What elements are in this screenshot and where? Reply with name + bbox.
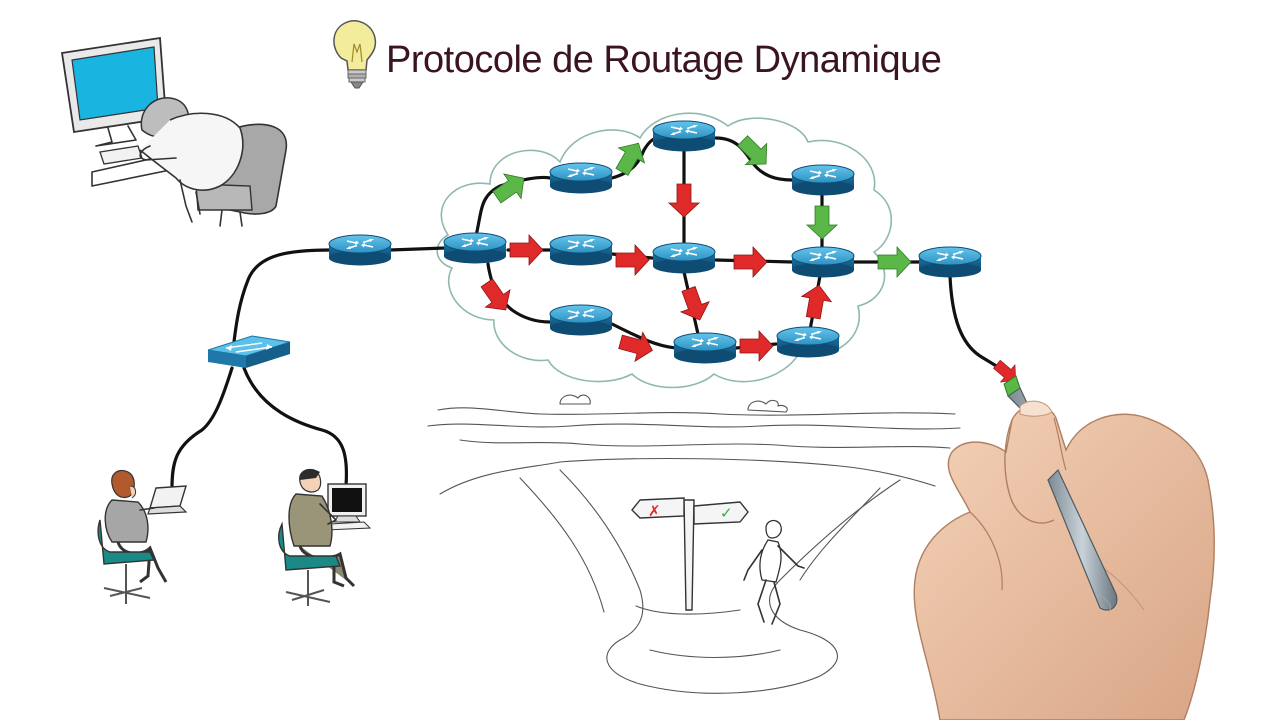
router-icon <box>652 242 716 275</box>
computer-icon <box>325 483 372 531</box>
wrong-way-mark: ✗ <box>648 502 661 520</box>
router-icon <box>328 234 392 267</box>
router-icon <box>791 164 855 197</box>
router-icon <box>918 246 982 279</box>
router-icon <box>549 304 613 337</box>
router-icon <box>549 234 613 267</box>
page-title: Protocole de Routage Dynamique <box>386 39 941 81</box>
router-icon <box>673 332 737 365</box>
router-icon <box>549 162 613 195</box>
router-icon <box>776 326 840 359</box>
lightbulb-icon <box>333 20 377 89</box>
signpost-icon: ✗ ✓ <box>631 497 749 611</box>
right-way-mark: ✓ <box>720 504 733 522</box>
router-icon <box>791 246 855 279</box>
laptop-icon <box>147 485 188 515</box>
hand-marker-icon <box>913 375 1215 720</box>
sleeping-user-at-computer <box>60 36 288 227</box>
router-icon <box>652 120 716 153</box>
walking-person <box>743 519 805 625</box>
user-with-desktop <box>278 468 372 606</box>
crossroads-landscape: ✗ ✓ <box>427 394 961 694</box>
user-with-laptop <box>97 469 188 604</box>
router-icon <box>443 232 507 265</box>
computer-icon <box>60 36 167 147</box>
switch-icon <box>207 335 291 368</box>
